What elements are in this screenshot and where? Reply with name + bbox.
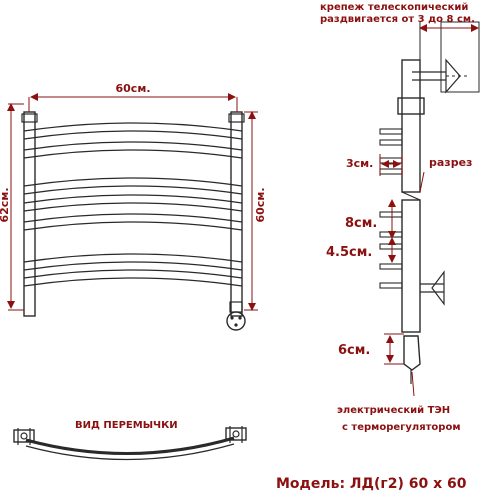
heater-element	[403, 335, 421, 397]
heater-label-line2: с терморегулятором	[342, 422, 461, 433]
mount-label-line1: крепеж телескопический	[320, 2, 468, 13]
d3-label: 3см.	[346, 157, 373, 170]
mount-label-line2: раздвигается от 3 до 8 см.	[320, 14, 475, 25]
lower-bracket	[420, 270, 445, 306]
left-height-label: 62см.	[0, 188, 11, 223]
left-jumper-bracket	[13, 428, 35, 445]
rungs	[23, 122, 243, 287]
right-cap	[228, 113, 245, 123]
cut-leader	[419, 171, 425, 193]
d8-label: 8см.	[345, 216, 377, 231]
cut-label: разрез	[429, 156, 472, 169]
upper-bracket	[412, 58, 470, 94]
heater-leader	[411, 371, 415, 397]
side-post-lower	[401, 199, 421, 333]
side-post-upper	[401, 59, 421, 193]
heater-label-line1: электрический ТЭН	[337, 405, 450, 416]
front-view: 60см. 62см. 60см.	[0, 82, 267, 331]
right-height-label: 60см.	[254, 188, 267, 223]
left-cap	[21, 113, 38, 123]
d45-label: 4.5см.	[326, 245, 372, 260]
jumper-view: ВИД ПЕРЕМЫЧКИ	[13, 420, 247, 461]
right-jumper-bracket	[225, 426, 247, 443]
jumper-view-label: ВИД ПЕРЕМЫЧКИ	[75, 420, 178, 431]
width-label: 60см.	[116, 82, 151, 95]
upper-coupling	[397, 97, 425, 115]
upper-rung-stubs	[379, 128, 403, 175]
model-label: Модель: ЛД(г2) 60 х 60	[276, 476, 467, 492]
wall-mount-plate	[440, 21, 480, 93]
cut-break	[401, 191, 421, 201]
heater-connector	[226, 301, 246, 331]
side-view: разрез крепеж телеско	[320, 2, 480, 433]
d6-label: 6см.	[338, 343, 370, 358]
lower-rung-stubs	[379, 211, 403, 289]
